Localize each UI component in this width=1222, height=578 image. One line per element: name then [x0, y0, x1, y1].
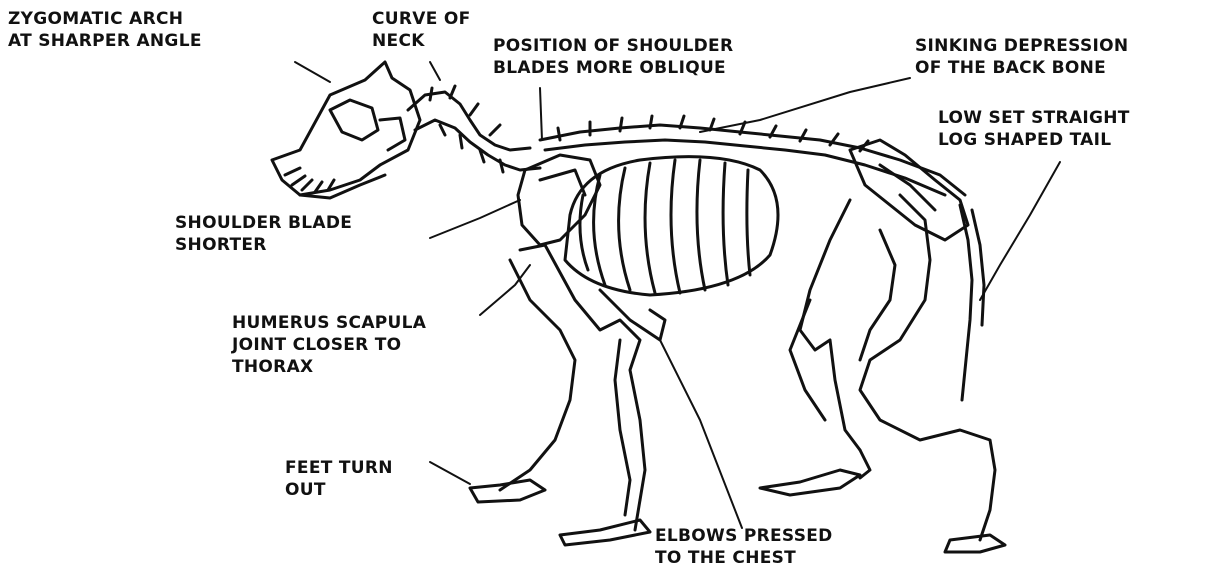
label-line: JOINT CLOSER TO [232, 334, 426, 356]
leader-zygomatic [295, 62, 330, 82]
label-line: LOW SET STRAIGHT [938, 107, 1130, 129]
label-shoulder-blade: SHOULDER BLADE SHORTER [175, 212, 352, 256]
skull [272, 62, 420, 198]
label-curve-of-neck: CURVE OF NECK [372, 8, 471, 52]
label-line: SINKING DEPRESSION [915, 35, 1128, 57]
label-zygomatic-arch: ZYGOMATIC ARCH AT SHARPER ANGLE [8, 8, 202, 52]
label-line: NECK [372, 30, 471, 52]
label-line: FEET TURN [285, 457, 393, 479]
label-line: LOG SHAPED TAIL [938, 129, 1130, 151]
label-elbows-pressed: ELBOWS PRESSED TO THE CHEST [655, 525, 833, 569]
hind-leg-near [860, 195, 1005, 552]
pelvis [850, 140, 968, 240]
leader-back-bone [700, 78, 910, 132]
label-line: OF THE BACK BONE [915, 57, 1128, 79]
leader-humerus [480, 265, 530, 315]
label-line: TO THE CHEST [655, 547, 833, 569]
spine [540, 116, 965, 195]
leader-feet [430, 462, 470, 484]
label-line: THORAX [232, 356, 426, 378]
label-line: SHORTER [175, 234, 352, 256]
leader-tail [980, 162, 1060, 300]
leader-elbows [660, 340, 742, 528]
label-line: ELBOWS PRESSED [655, 525, 833, 547]
label-line: CURVE OF [372, 8, 471, 30]
hind-leg-far [760, 200, 870, 495]
label-line: AT SHARPER ANGLE [8, 30, 202, 52]
scapula [518, 155, 600, 245]
leader-neck [430, 62, 440, 80]
neck-vertebrae [408, 86, 540, 172]
leader-shoulder-blade [430, 200, 520, 238]
label-humerus-scapula: HUMERUS SCAPULA JOINT CLOSER TO THORAX [232, 312, 426, 378]
leader-shoulder-position [540, 88, 542, 140]
tail [960, 205, 984, 400]
label-line: SHOULDER BLADE [175, 212, 352, 234]
label-line: BLADES MORE OBLIQUE [493, 57, 733, 79]
label-tail: LOW SET STRAIGHT LOG SHAPED TAIL [938, 107, 1130, 151]
label-back-bone: SINKING DEPRESSION OF THE BACK BONE [915, 35, 1128, 79]
label-shoulder-position: POSITION OF SHOULDER BLADES MORE OBLIQUE [493, 35, 733, 79]
label-line: HUMERUS SCAPULA [232, 312, 426, 334]
label-feet-turn-out: FEET TURN OUT [285, 457, 393, 501]
label-line: POSITION OF SHOULDER [493, 35, 733, 57]
label-line: ZYGOMATIC ARCH [8, 8, 202, 30]
label-line: OUT [285, 479, 393, 501]
